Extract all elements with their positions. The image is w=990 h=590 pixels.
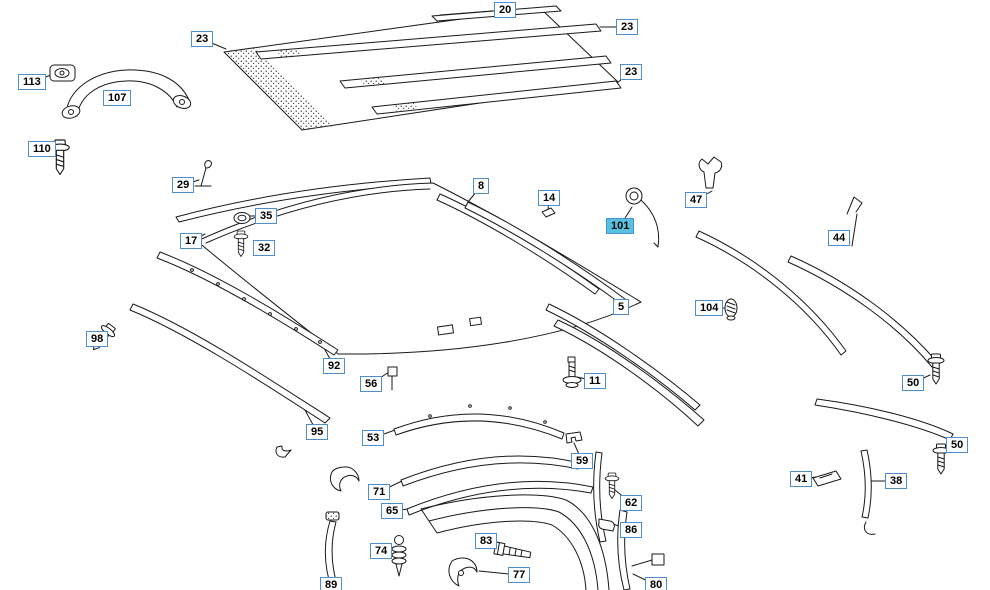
- part-seal-71: [400, 455, 581, 487]
- part-molding-95: [129, 303, 331, 458]
- part-label-29-7[interactable]: 29: [172, 177, 195, 193]
- part-label-11-21[interactable]: 11: [584, 373, 606, 389]
- part-label-23-2[interactable]: 23: [191, 31, 214, 47]
- part-screw-62: [604, 472, 620, 499]
- part-label-44-13[interactable]: 44: [828, 230, 851, 246]
- part-label-104-17[interactable]: 104: [695, 300, 724, 316]
- part-label-47-11[interactable]: 47: [685, 192, 708, 208]
- part-window-frame: [420, 494, 610, 590]
- part-label-17-14[interactable]: 17: [180, 233, 203, 249]
- part-label-107-5[interactable]: 107: [103, 90, 132, 106]
- part-bracket-77: [448, 557, 478, 587]
- part-label-20-0[interactable]: 20: [494, 2, 517, 18]
- part-seal-65: [406, 480, 594, 516]
- part-grab-handle: [61, 69, 192, 119]
- part-label-59-26[interactable]: 59: [571, 453, 594, 469]
- part-label-32-15[interactable]: 32: [253, 240, 276, 256]
- part-label-86-32[interactable]: 86: [620, 522, 643, 538]
- part-spring-screw-74: [391, 535, 407, 577]
- part-cable-tie-101: [625, 187, 660, 248]
- part-label-95-23[interactable]: 95: [306, 424, 329, 440]
- part-molding-38: [814, 398, 954, 441]
- part-label-101-10[interactable]: 101: [606, 218, 635, 234]
- part-label-62-31[interactable]: 62: [620, 495, 643, 511]
- part-label-98-16[interactable]: 98: [86, 331, 109, 347]
- part-label-65-30[interactable]: 65: [381, 503, 404, 519]
- part-label-83-34[interactable]: 83: [475, 533, 498, 549]
- part-strip-38: [860, 449, 876, 535]
- part-hook-44: [846, 196, 863, 247]
- part-label-5-18[interactable]: 5: [613, 299, 630, 315]
- part-stud-11: [562, 356, 582, 388]
- part-label-14-9[interactable]: 14: [538, 190, 561, 206]
- part-molding-47: [695, 230, 847, 356]
- part-label-74-33[interactable]: 74: [370, 543, 393, 559]
- part-clip-56: [387, 366, 398, 391]
- part-grommet-35: [233, 212, 251, 224]
- part-label-53-24[interactable]: 53: [362, 430, 385, 446]
- part-hardtop-roof-panel: [223, 5, 622, 131]
- part-bolt-83: [493, 541, 532, 559]
- part-label-38-29[interactable]: 38: [885, 473, 908, 489]
- part-label-110-6[interactable]: 110: [28, 141, 56, 157]
- part-label-113-4[interactable]: 113: [18, 74, 46, 90]
- part-screw-50a: [927, 353, 945, 385]
- part-label-23-3[interactable]: 23: [620, 64, 643, 80]
- part-plug-104: [724, 298, 738, 321]
- part-label-77-35[interactable]: 77: [508, 567, 531, 583]
- part-clip-59: [565, 431, 583, 444]
- part-label-23-1[interactable]: 23: [616, 19, 639, 35]
- part-bracket-47: [698, 156, 723, 189]
- part-label-92-19[interactable]: 92: [323, 358, 346, 374]
- part-label-89-36[interactable]: 89: [320, 577, 343, 590]
- part-rail-92: [156, 251, 339, 356]
- part-label-35-12[interactable]: 35: [255, 208, 278, 224]
- part-clip-86: [598, 518, 615, 532]
- part-molding-44: [787, 255, 938, 368]
- part-label-56-20[interactable]: 56: [360, 376, 383, 392]
- part-strip-center: [593, 451, 607, 543]
- part-seal-53: [393, 404, 565, 440]
- part-molding-5: [545, 303, 705, 427]
- part-clip-14: [541, 207, 556, 218]
- part-label-50-25[interactable]: 50: [946, 437, 969, 453]
- part-label-71-27[interactable]: 71: [368, 484, 391, 500]
- part-aerial-29: [194, 160, 212, 187]
- part-label-41-28[interactable]: 41: [790, 471, 813, 487]
- part-bracket-113: [49, 64, 76, 82]
- part-label-8-8[interactable]: 8: [473, 178, 490, 194]
- part-label-80-37[interactable]: 80: [645, 577, 668, 590]
- part-clip-fork: [329, 466, 360, 492]
- part-clip-41: [812, 470, 842, 487]
- part-label-50-22[interactable]: 50: [902, 375, 925, 391]
